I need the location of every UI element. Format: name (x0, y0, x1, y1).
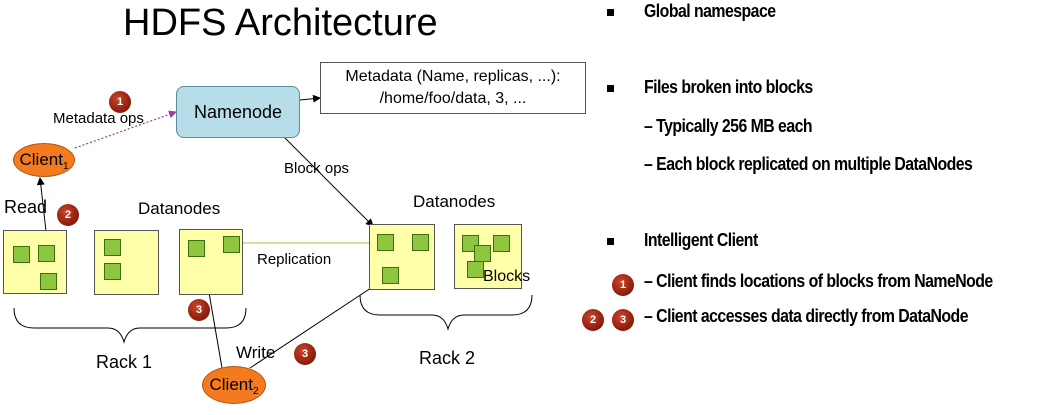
block (188, 240, 205, 257)
block (40, 273, 57, 290)
read-label: Read (4, 197, 48, 217)
bullet-typically: – Typically 256 MB each (644, 116, 813, 136)
block (377, 234, 394, 251)
bullet-files-broken: Files broken into blocks (644, 77, 813, 97)
block (223, 236, 240, 253)
block (382, 267, 399, 284)
bullet-panel: Global namespace Files broken into block… (582, 0, 1059, 415)
write-arrow-right (249, 281, 381, 369)
bullet-intelligent-client: Intelligent Client (644, 230, 758, 250)
badge-2-read: 2 (57, 204, 79, 226)
bullet-client-finds: – Client finds locations of blocks from … (644, 271, 993, 291)
rack1-brace (13, 307, 247, 344)
write-label: Write (236, 343, 276, 362)
rack1-label: Rack 1 (96, 352, 153, 372)
datanode-r1-b (94, 230, 159, 295)
badge-3-write: 3 (294, 343, 316, 365)
datanodes-left-label: Datanodes (138, 199, 221, 218)
replication-label: Replication (257, 251, 332, 268)
blocks-label: Blocks (483, 268, 531, 285)
namenode: Namenode (176, 86, 300, 138)
metadata-box: Metadata (Name, replicas, ...): /home/fo… (320, 62, 586, 114)
namenode-label: Namenode (193, 101, 283, 122)
client-2-subscript: 2 (252, 385, 259, 397)
bullet-square (607, 238, 614, 245)
metadata-line-2: /home/foo/data, 3, ... (379, 90, 527, 107)
rack2-brace (359, 294, 533, 331)
metadata-ops-arrow (74, 110, 177, 149)
block (104, 263, 121, 280)
bullet-square (607, 9, 614, 16)
block-ops-arrow (284, 137, 374, 227)
metadata-ops-label: Metadata ops (53, 110, 144, 127)
bullet-replicated: – Each block replicated on multiple Data… (644, 154, 973, 174)
client-2-label: Client (209, 375, 253, 394)
block (104, 239, 121, 256)
block (38, 245, 55, 262)
block (474, 245, 491, 262)
rack2-label: Rack 2 (419, 348, 476, 368)
block (13, 246, 30, 263)
bullet-badge-1: 1 (612, 274, 634, 296)
metadata-line-1: Metadata (Name, replicas, ...): (345, 68, 561, 85)
badge-1-metadata: 1 (109, 91, 131, 113)
bullet-global-namespace: Global namespace (644, 1, 776, 21)
client-1-subscript: 1 (62, 160, 69, 172)
bullet-square (607, 85, 614, 92)
bullet-client-accesses: – Client accesses data directly from Dat… (644, 306, 969, 326)
read-arrow (36, 177, 48, 241)
datanode-r1-c (179, 229, 243, 295)
datanodes-right-label: Datanodes (413, 192, 496, 211)
block-ops-label: Block ops (284, 160, 350, 177)
block (493, 235, 510, 252)
datanode-r2-b (454, 224, 522, 289)
block (467, 261, 484, 278)
client-1-label: Client (19, 150, 63, 169)
badge-3-datanode: 3 (188, 299, 210, 321)
diagram-title: HDFS Architecture (123, 2, 438, 44)
datanode-r1-a (3, 230, 67, 294)
datanode-r2-a (369, 224, 435, 290)
bullet-badge-2: 2 (582, 309, 604, 331)
block (412, 234, 429, 251)
namenode-to-metadata-arrow (299, 94, 321, 103)
bullet-badge-3: 3 (612, 309, 634, 331)
